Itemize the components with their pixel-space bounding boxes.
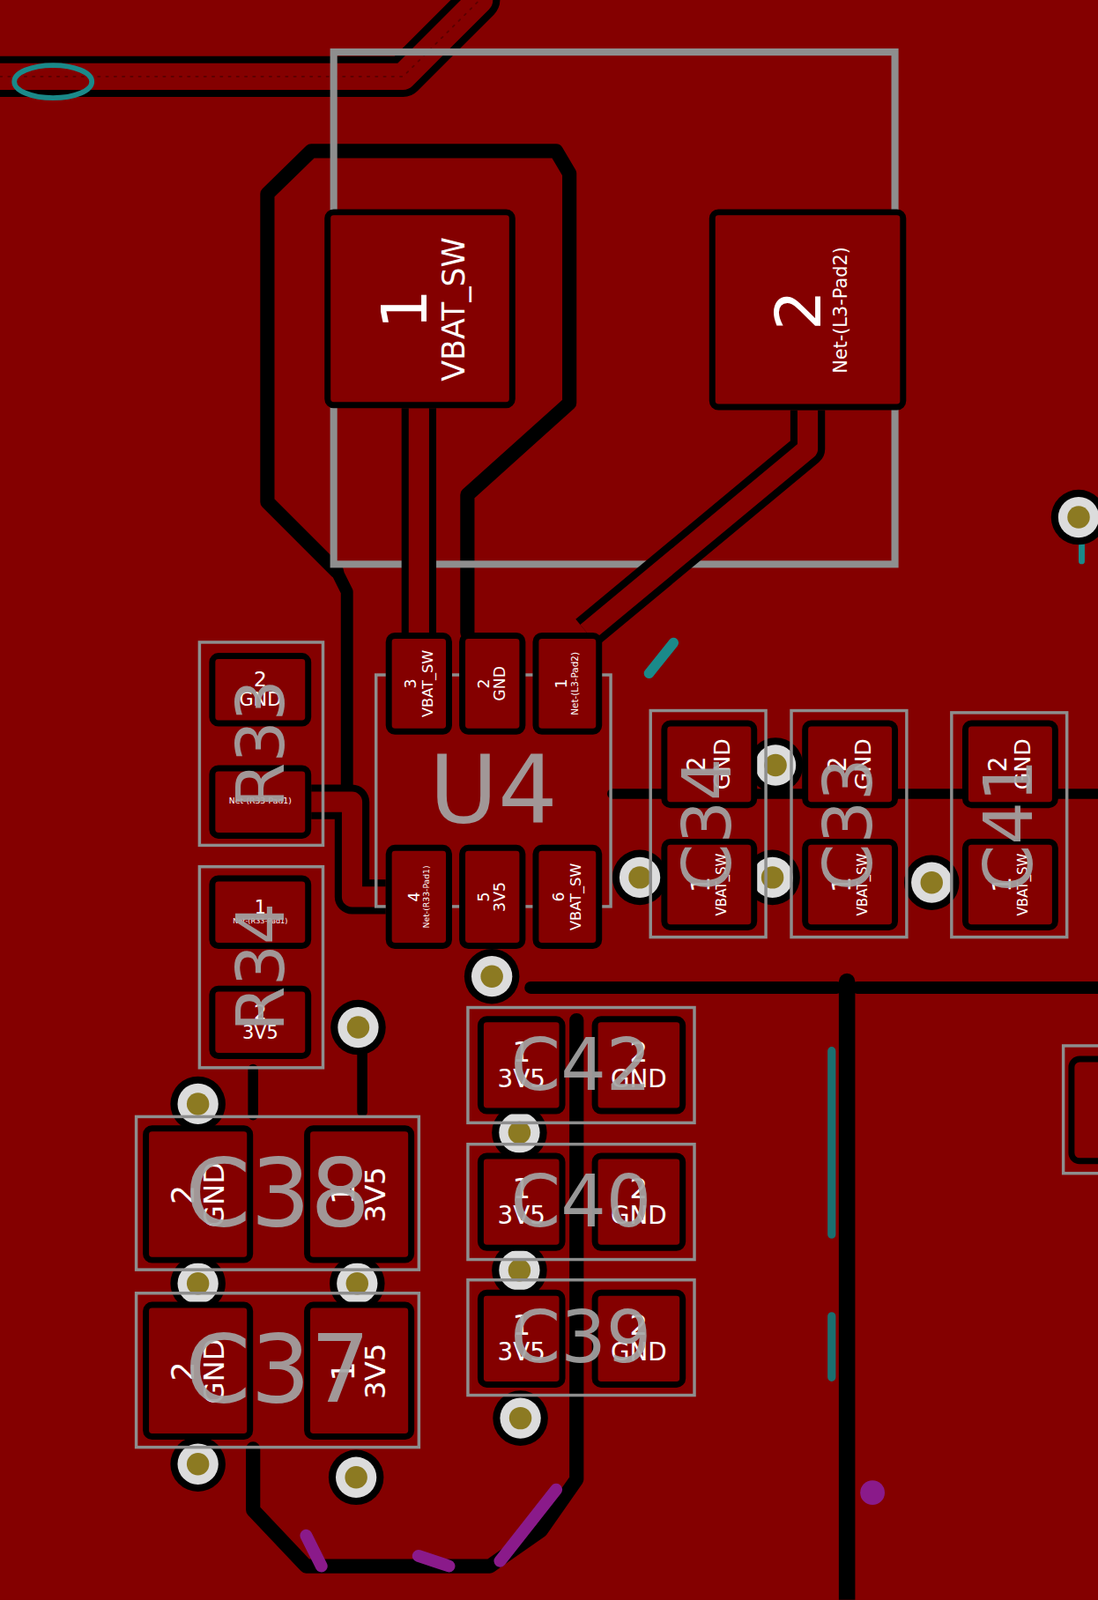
smd-pad: 3VBAT_SW <box>385 632 453 735</box>
via <box>335 1457 377 1499</box>
via <box>628 866 651 889</box>
reference-designator: R34 <box>228 903 294 1032</box>
via <box>328 1450 385 1507</box>
reference-designator: R33 <box>228 679 294 809</box>
pad-number: 1 <box>554 678 571 689</box>
via <box>619 857 661 898</box>
smd-pad: 53V5 <box>459 845 526 950</box>
net-name: GND <box>492 666 509 702</box>
component-courtyard: U43VBAT_SW2GND1Net-(L3-Pad2)4Net-(R33-Pa… <box>374 673 613 908</box>
component-courtyard: C372GND13V5 <box>134 1291 421 1449</box>
pad-number: 2 <box>475 678 492 689</box>
via <box>464 949 520 1005</box>
via <box>177 1083 218 1125</box>
pad-number: 1 <box>370 288 438 329</box>
via <box>170 1076 226 1133</box>
pad-label-group: 6VBAT_SW <box>551 863 583 931</box>
component-courtyard: C382GND13V5 <box>134 1115 421 1272</box>
pad-label-group: 4Net-(R33-Pad1) <box>406 865 431 928</box>
via <box>337 1007 379 1048</box>
via <box>186 1092 209 1115</box>
via <box>509 1407 532 1430</box>
reference-designator: C37 <box>185 1323 371 1418</box>
via <box>330 1000 386 1056</box>
pad-label-group: 2GND <box>475 666 508 702</box>
via <box>480 964 503 987</box>
pad-number: 3 <box>403 678 420 689</box>
via <box>761 866 784 889</box>
reference-designator: C40 <box>511 1166 653 1239</box>
component-courtyard: R341Net-(R33-Pad1)23V5 <box>198 865 326 1070</box>
component-courtyard: C332GND1VBAT_SW <box>789 709 908 940</box>
net-name: VBAT_SW <box>567 863 583 931</box>
copper-trace <box>586 410 809 633</box>
copper-trace <box>418 408 420 633</box>
reference-designator: C42 <box>511 1029 653 1101</box>
via <box>911 862 952 904</box>
pad-label-group: 3VBAT_SW <box>403 650 435 718</box>
pad-label-group: 1Net-(L3-Pad2) <box>554 652 580 716</box>
net-name: Net-(L3-Pad2) <box>830 246 851 374</box>
via <box>1051 489 1098 546</box>
net-name: VBAT_SW <box>437 236 469 381</box>
reference-designator: C41 <box>975 758 1043 892</box>
component-courtyard: C412GND1VBAT_SW <box>949 711 1069 939</box>
reference-designator: U4 <box>429 743 558 839</box>
smd-pad: 4Net-(R33-Pad1) <box>385 845 453 950</box>
via <box>498 1112 540 1153</box>
pad-label-group: 53V5 <box>475 882 508 913</box>
via <box>764 754 787 777</box>
pad-number: 5 <box>475 891 492 902</box>
smd-pad: 1Net-(L3-Pad2) <box>532 632 602 735</box>
pad-number: 2 <box>764 289 831 331</box>
trace-stroke <box>401 408 437 633</box>
via <box>344 1466 367 1489</box>
component-courtyard: C4213V52GND <box>466 1006 697 1125</box>
component-courtyard: C342GND1VBAT_SW <box>648 709 767 940</box>
smd-pad: 1VBAT_SW <box>324 208 516 409</box>
trace-stroke <box>586 410 809 633</box>
via <box>508 1121 531 1144</box>
pad-label-group: 1VBAT_SW <box>370 236 470 381</box>
smd-pad: 2GND <box>459 632 526 735</box>
component-courtyard: C3913V52GND <box>466 1278 697 1397</box>
reference-designator: C39 <box>511 1302 653 1374</box>
via <box>1058 497 1098 538</box>
via <box>492 1390 549 1447</box>
via <box>1067 505 1090 528</box>
component-courtyard: R332GNDNet-(R33-Pad1) <box>198 640 326 847</box>
reference-designator: C38 <box>185 1146 371 1241</box>
pad-label-group: 2Net-(L3-Pad2) <box>764 246 851 374</box>
trace-stroke <box>586 410 809 633</box>
via <box>170 1436 226 1492</box>
pad-number: 6 <box>551 891 568 902</box>
via <box>751 857 793 898</box>
net-name: Net-(R33-Pad1) <box>422 865 432 928</box>
via <box>498 1250 540 1291</box>
via <box>347 1016 370 1039</box>
via <box>920 871 943 894</box>
via <box>471 956 512 997</box>
net-name: Net-(L3-Pad2) <box>571 652 581 716</box>
smd-pad: 2Net-(L3-Pad2) <box>709 208 906 410</box>
pad-number: 4 <box>406 891 423 902</box>
net-name: 3V5 <box>492 882 509 913</box>
via <box>186 1453 209 1476</box>
component-courtyard: C4013V52GND <box>466 1142 697 1262</box>
via <box>177 1444 218 1485</box>
trace-stroke <box>408 408 430 633</box>
via <box>612 850 668 906</box>
reference-designator: C34 <box>674 757 742 891</box>
smd-pad: 6VBAT_SW <box>532 845 602 950</box>
via <box>499 1397 541 1439</box>
net-name: VBAT_SW <box>419 650 435 718</box>
reference-designator: C33 <box>815 757 883 891</box>
